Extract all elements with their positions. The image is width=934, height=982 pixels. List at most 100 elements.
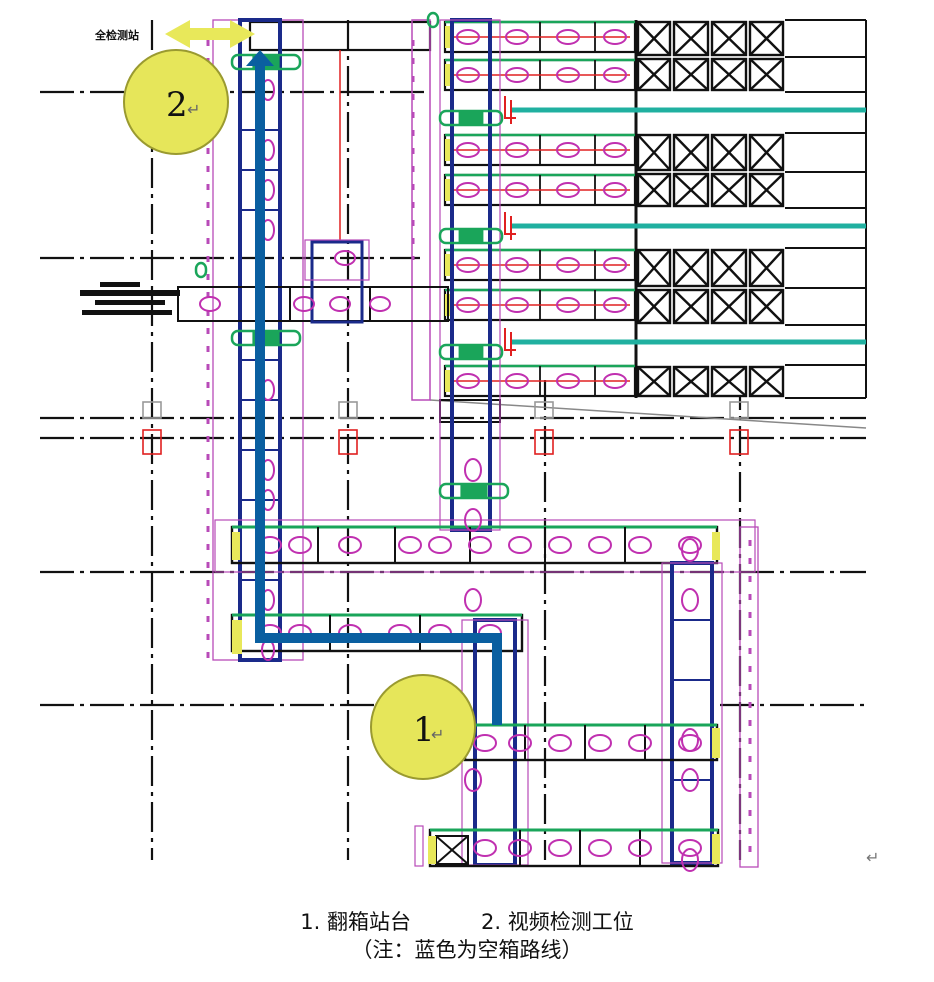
green-handle-body (230, 329, 302, 347)
green-handle-core (460, 485, 488, 497)
roller-ellipse (456, 67, 480, 83)
rack-cross (637, 173, 671, 207)
rack-cross (749, 173, 784, 207)
rack-cross (711, 58, 747, 91)
conveyor-row (248, 20, 432, 52)
green-handle-body (230, 53, 302, 71)
roller-ellipse (464, 458, 482, 482)
green-handle-body (438, 343, 504, 361)
rack-cross (673, 366, 709, 397)
roller-ellipse (681, 728, 699, 752)
rack-cross (711, 21, 747, 56)
marker-2-number: 2 (166, 85, 188, 125)
roller-ellipse (556, 182, 580, 198)
green-handle-core (458, 346, 484, 358)
roller-ellipse (678, 536, 702, 554)
roller-ellipse (556, 297, 580, 313)
floor-plan-svg: 全检测站 2 ↵ 1 ↵ (40, 11, 867, 872)
rack-cross (673, 21, 709, 56)
conveyor-endcap (445, 179, 451, 201)
marker-1-return: ↵ (431, 725, 444, 744)
roller-ellipse (588, 734, 612, 752)
roller-ellipse (678, 839, 702, 857)
rack-cross (637, 249, 671, 287)
rack-cross (749, 58, 784, 91)
rack-cross (673, 134, 709, 171)
roller-ellipse (603, 67, 627, 83)
conveyor-endcap (445, 26, 451, 48)
double-arrow (165, 20, 255, 48)
corner-label: 全检测站 (94, 28, 139, 42)
green-handle-body (438, 109, 504, 127)
roller-ellipse (288, 536, 312, 554)
rack-cross (711, 249, 747, 287)
magenta-dashes (206, 40, 752, 860)
roller-ellipse (456, 29, 480, 45)
roller-ellipse (505, 182, 529, 198)
roller-ellipse (468, 536, 492, 554)
conveyor-rollers (199, 29, 702, 872)
green-handle (230, 329, 302, 347)
roller-ellipse (681, 768, 699, 792)
roller-ellipse (199, 296, 221, 312)
rack-cross (637, 366, 671, 397)
marker-1: 1 ↵ (370, 674, 476, 780)
marker-1-number: 1 (413, 710, 435, 750)
caption-line-2: （注：蓝色为空箱路线） (351, 938, 583, 962)
rack-cross (673, 289, 709, 324)
roller-ellipse (603, 29, 627, 45)
green-handle (438, 343, 504, 361)
empty-box-route (255, 62, 502, 725)
teal-lines (510, 107, 866, 345)
rack-cross (749, 366, 784, 397)
roller-ellipse (508, 734, 532, 752)
roller-ellipse (293, 296, 315, 312)
rack-cross (711, 134, 747, 171)
rack-cross (673, 249, 709, 287)
roller-ellipse (338, 536, 362, 554)
roller-ellipse (556, 67, 580, 83)
roller-ellipse (398, 536, 422, 554)
roller-ellipse (628, 839, 652, 857)
roller-ellipse (505, 373, 529, 389)
roller-ellipse (456, 257, 480, 273)
roller-ellipse (456, 297, 480, 313)
roller-ellipse (329, 296, 351, 312)
rack-cross (637, 134, 671, 171)
center-vertical-conveyor (411, 18, 501, 532)
roller-ellipse (505, 67, 529, 83)
green-handle-core (458, 230, 484, 242)
roller-ellipse (556, 257, 580, 273)
roller-ellipse (464, 588, 482, 612)
green-handle (438, 227, 504, 245)
green-handle (438, 482, 510, 500)
middle-conveyor (214, 519, 756, 573)
roller-ellipse (603, 257, 627, 273)
roller-ellipse (556, 373, 580, 389)
roller-ellipse (473, 734, 497, 752)
roller-ellipse (681, 848, 699, 872)
roller-ellipse (603, 142, 627, 158)
roller-ellipse (464, 768, 482, 792)
roller-ellipse (505, 142, 529, 158)
roller-ellipse (508, 536, 532, 554)
rack-cross (673, 173, 709, 207)
green-handle (438, 109, 504, 127)
roller-ellipse (548, 734, 572, 752)
roller-ellipse (508, 839, 532, 857)
right-vertical-conveyor (661, 526, 759, 868)
roller-ellipse (505, 257, 529, 273)
roller-ellipse (603, 373, 627, 389)
green-handle-body (438, 227, 504, 245)
paragraph-return-mark: ↵ (866, 848, 880, 867)
lower-right-conveyors (414, 723, 720, 868)
rack-cross (673, 58, 709, 91)
rack-cross (637, 289, 671, 324)
roller-ellipse (505, 29, 529, 45)
green-handle-body (426, 11, 440, 29)
roller-ellipse (548, 839, 572, 857)
caption-item-1: 1. 翻箱站台 (300, 910, 411, 934)
roller-ellipse (369, 296, 391, 312)
